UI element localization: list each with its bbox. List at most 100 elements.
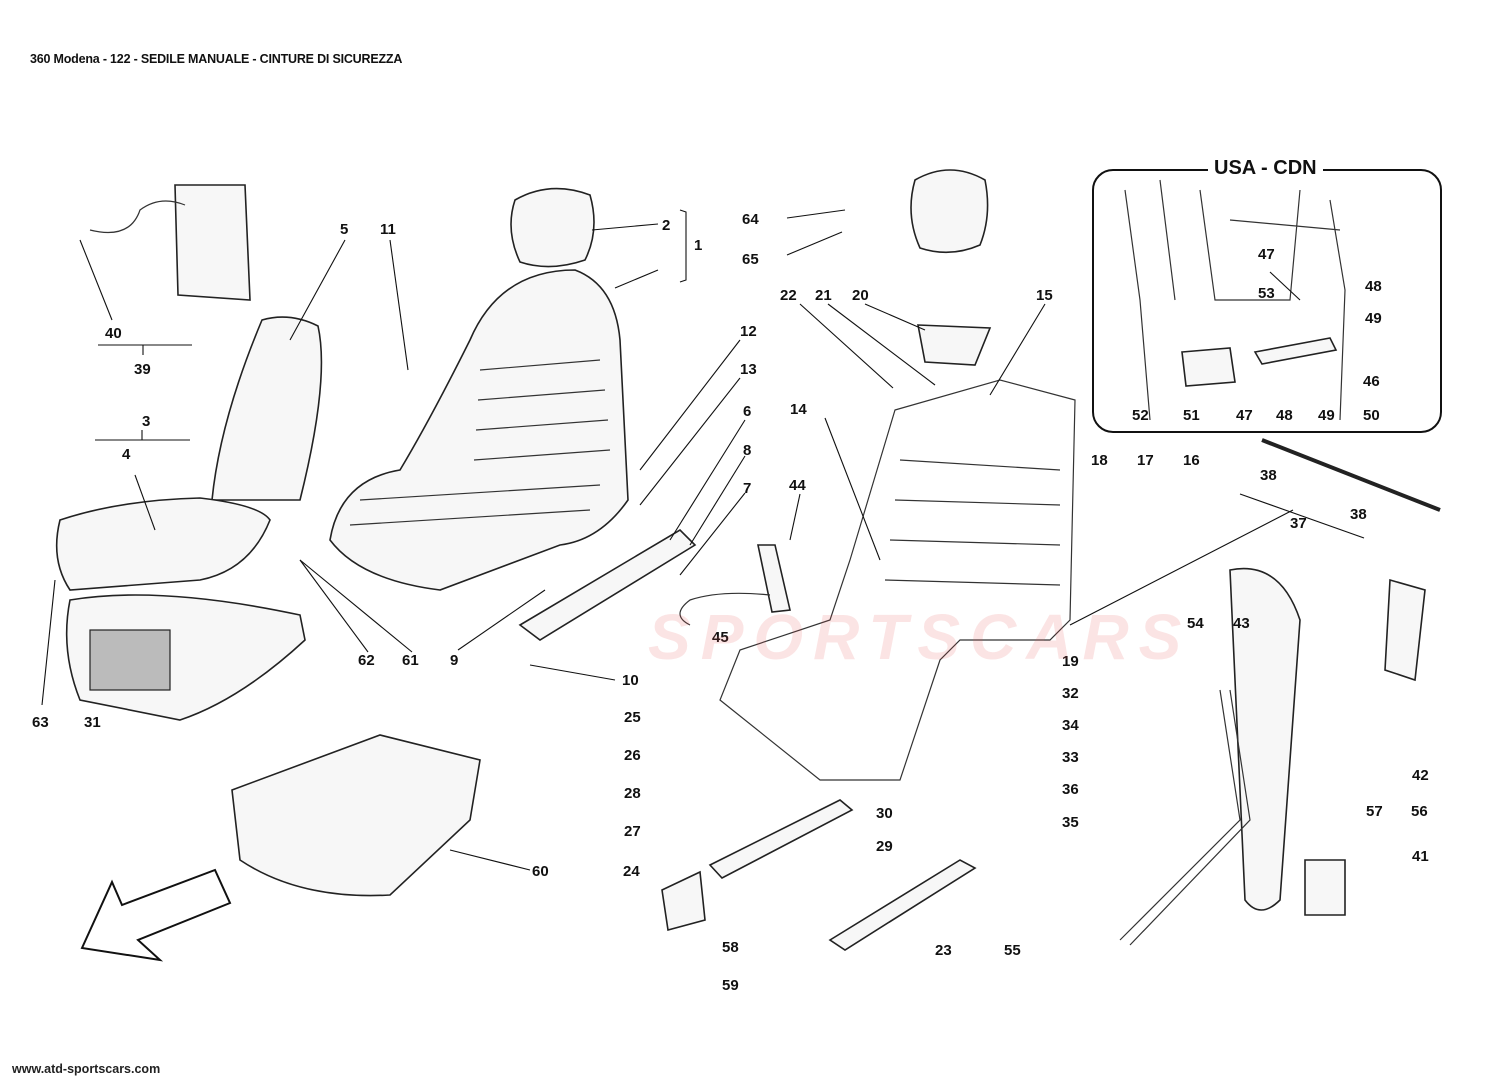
- slide-rail-outer-drawing: [828, 859, 977, 951]
- callout-19: 19: [1062, 653, 1079, 670]
- callout-58: 58: [722, 939, 739, 956]
- callout-13: 13: [740, 361, 757, 378]
- callout-41: 41: [1412, 848, 1429, 865]
- callout-64: 64: [742, 211, 759, 228]
- belt-height-adjuster: [1384, 578, 1426, 682]
- callout-6: 6: [743, 403, 751, 420]
- headrest-drawing: [510, 187, 595, 268]
- callout-29: 29: [876, 838, 893, 855]
- callout-47-b: 47: [1236, 407, 1253, 424]
- callout-2: 2: [662, 217, 670, 234]
- seat-frame-drawing: [719, 379, 1076, 781]
- callout-12: 12: [740, 323, 757, 340]
- callout-7: 7: [743, 480, 751, 497]
- buckle-cable: [679, 592, 771, 626]
- seat-pan-drawing: [231, 734, 481, 897]
- callout-5: 5: [340, 221, 348, 238]
- slide-rail-inner-drawing: [708, 799, 854, 879]
- leader-lines: [41, 209, 1365, 871]
- heating-pad-drawing: [174, 184, 251, 301]
- callout-54: 54: [1187, 615, 1204, 632]
- seat-cushion-drawing: [55, 497, 271, 591]
- callout-17: 17: [1137, 452, 1154, 469]
- callout-40: 40: [105, 325, 122, 342]
- heating-pad-wire: [89, 200, 186, 234]
- callout-45: 45: [712, 629, 729, 646]
- callout-39: 39: [134, 361, 151, 378]
- callout-57: 57: [1366, 803, 1383, 820]
- callout-55: 55: [1004, 942, 1021, 959]
- callout-46: 46: [1363, 373, 1380, 390]
- sportscars-watermark: SPORTSCARS: [648, 601, 1192, 673]
- footer-url: www.atd-sportscars.com: [12, 1062, 161, 1076]
- callout-3: 3: [142, 413, 150, 430]
- callout-9: 9: [450, 652, 458, 669]
- callout-21: 21: [815, 287, 832, 304]
- callout-56: 56: [1411, 803, 1428, 820]
- callout-51: 51: [1183, 407, 1200, 424]
- callout-60: 60: [532, 863, 549, 880]
- callout-25: 25: [624, 709, 641, 726]
- callout-27: 27: [624, 823, 641, 840]
- callout-33: 33: [1062, 749, 1079, 766]
- usa-cdn-inset-title: USA - CDN: [1208, 157, 1323, 180]
- callout-49: 49: [1365, 310, 1382, 327]
- callout-labels: 1 2 3 4 5 6 7 8 9 10 11 12 13 14 15 16 1…: [32, 211, 1429, 994]
- trim-rod-drawing: [1261, 438, 1441, 512]
- callout-10: 10: [622, 672, 639, 689]
- callout-4: 4: [122, 446, 131, 463]
- seat-belt-buckle-drawing: [757, 544, 791, 613]
- callout-32: 32: [1062, 685, 1079, 702]
- callout-14: 14: [790, 401, 807, 418]
- callout-47: 47: [1258, 246, 1275, 263]
- callout-18: 18: [1091, 452, 1108, 469]
- callout-52: 52: [1132, 407, 1149, 424]
- callout-49-b: 49: [1318, 407, 1335, 424]
- callout-65: 65: [742, 251, 759, 268]
- cushion-heater-element: [89, 629, 171, 691]
- side-trim-drawing: [518, 528, 697, 641]
- callout-59: 59: [722, 977, 739, 994]
- callout-50: 50: [1363, 407, 1380, 424]
- callout-22: 22: [780, 287, 797, 304]
- rail-cover-drawing: [661, 870, 706, 932]
- inset-bracket-drawing: [1181, 347, 1236, 387]
- callout-26: 26: [624, 747, 641, 764]
- callout-8: 8: [743, 442, 751, 459]
- callout-16: 16: [1183, 452, 1200, 469]
- front-direction-arrow: [80, 868, 232, 962]
- callout-44: 44: [789, 477, 806, 494]
- callout-53: 53: [1258, 285, 1275, 302]
- inset-pillar-drawing: [1124, 179, 1346, 421]
- callout-42: 42: [1412, 767, 1429, 784]
- seat-frame-springs: [884, 459, 1061, 586]
- b-pillar-trim-drawing: [1229, 567, 1301, 911]
- callout-31: 31: [84, 714, 101, 731]
- callout-63: 63: [32, 714, 49, 731]
- seat-quilting-lines: [349, 359, 611, 526]
- callout-15: 15: [1036, 287, 1053, 304]
- callout-34: 34: [1062, 717, 1079, 734]
- callout-37: 37: [1290, 515, 1307, 532]
- callout-30: 30: [876, 805, 893, 822]
- frame-headrest-drawing: [910, 169, 989, 254]
- inset-lever-drawing: [1253, 337, 1338, 365]
- callout-24: 24: [623, 863, 640, 880]
- callout-35: 35: [1062, 814, 1079, 831]
- callout-28: 28: [624, 785, 641, 802]
- callout-38: 38: [1260, 467, 1277, 484]
- seat-belt-webbing: [1119, 689, 1251, 946]
- callout-36: 36: [1062, 781, 1079, 798]
- callout-11: 11: [380, 221, 396, 238]
- callout-61: 61: [402, 652, 419, 669]
- backrest-cover-drawing: [211, 316, 323, 501]
- callout-43: 43: [1233, 615, 1250, 632]
- callout-38-b: 38: [1350, 506, 1367, 523]
- headrest-bracket-drawing: [917, 324, 992, 366]
- callout-48-b: 48: [1276, 407, 1293, 424]
- callout-1: 1: [694, 237, 702, 254]
- callout-48: 48: [1365, 278, 1382, 295]
- callout-20: 20: [852, 287, 869, 304]
- callout-62: 62: [358, 652, 375, 669]
